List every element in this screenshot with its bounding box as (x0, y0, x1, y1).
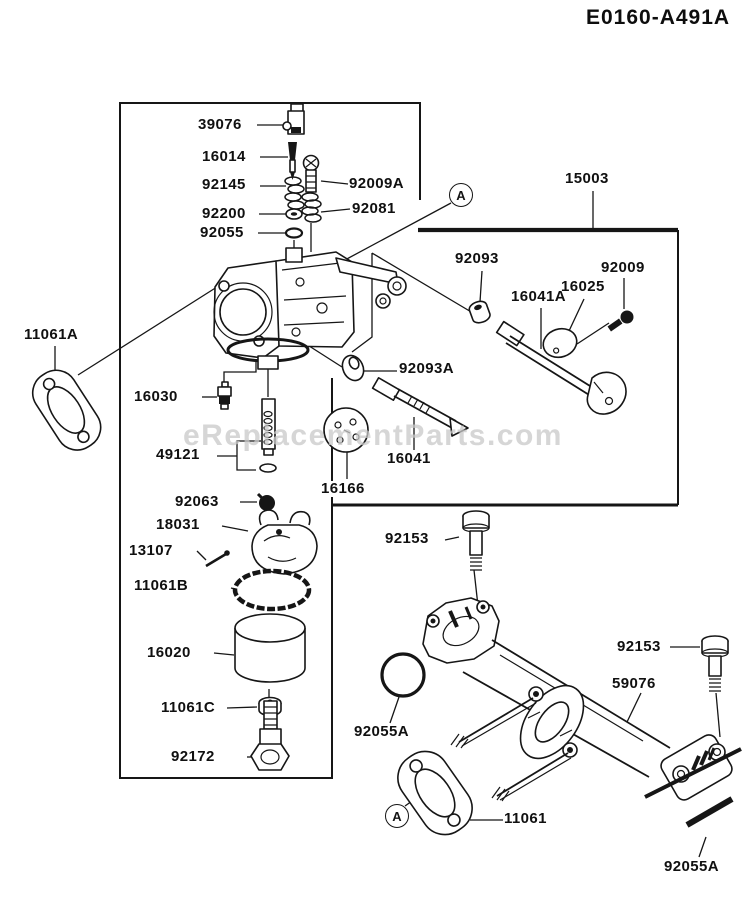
part-label-92093A: 92093A (399, 360, 454, 377)
part-59076-manifold (422, 597, 742, 802)
part-label-13107: 13107 (129, 542, 173, 559)
part-16041A-choke-shaft (495, 320, 627, 415)
part-label-92055A-1: 92055A (354, 723, 409, 740)
part-92055-washer (284, 227, 304, 239)
part-16025-choke-plate (542, 327, 578, 359)
leader-lines (54, 124, 721, 858)
part-label-92153-1: 92153 (385, 530, 429, 547)
part-label-11061: 11061 (504, 810, 547, 827)
group-fence-15003 (333, 227, 679, 507)
part-label-11061B: 11061B (134, 577, 189, 594)
part-11061-gasket (397, 750, 473, 836)
part-92081-spring (301, 192, 322, 223)
part-label-15003: 15003 (565, 170, 609, 187)
diagram-title: E0160-A491A (586, 6, 731, 29)
view-marker-A-top: A (449, 183, 473, 207)
part-label-16041A: 16041A (511, 288, 566, 305)
part-11061B-oring (232, 568, 312, 612)
part-label-92009A: 92009A (349, 175, 404, 192)
part-label-16020: 16020 (147, 644, 191, 661)
part-label-16030: 16030 (134, 388, 178, 405)
part-label-92153-2: 92153 (617, 638, 661, 655)
part-13107-pin (205, 550, 230, 568)
part-16014-needle (288, 142, 297, 180)
part-16166-diaphragm (323, 407, 369, 453)
part-carburetor-body (213, 247, 407, 370)
part-label-18031: 18031 (156, 516, 200, 533)
part-label-92009: 92009 (601, 259, 645, 276)
view-marker-A-bottom: A (385, 804, 409, 828)
part-92172-bolt (250, 700, 290, 771)
watermark: eReplacementParts.com (183, 419, 563, 452)
part-label-16025: 16025 (561, 278, 605, 295)
part-92200-washer (285, 208, 303, 220)
part-label-59076: 59076 (612, 675, 656, 692)
part-label-92093: 92093 (455, 250, 499, 267)
part-label-92145: 92145 (202, 176, 246, 193)
part-92009A-screw (302, 154, 320, 193)
part-92153-bolt-2 (701, 635, 729, 692)
part-39076-valve (282, 103, 305, 135)
part-92145-spring (284, 176, 305, 210)
part-label-92055A-2: 92055A (664, 858, 719, 875)
part-label-16166: 16166 (319, 480, 367, 497)
group-fence-left (119, 102, 421, 779)
part-92093-nut (468, 300, 491, 324)
part-92153-bolt-1 (462, 510, 490, 571)
part-16030-valve (217, 381, 232, 410)
part-92009-screw (607, 310, 634, 332)
part-label-16014: 16014 (202, 148, 246, 165)
part-label-49121: 49121 (156, 446, 200, 463)
part-92055A-oring-left (380, 652, 426, 698)
part-16020-bowl (234, 613, 306, 683)
part-92055A-oring-right (685, 796, 734, 828)
part-label-11061A: 11061A (24, 326, 79, 343)
part-11061A-gasket (31, 369, 102, 451)
part-49121-nozzle (259, 398, 277, 473)
part-92063-plug (256, 492, 275, 511)
part-label-92200: 92200 (202, 205, 246, 222)
part-18031-float (251, 509, 318, 575)
part-92093A-grommet (341, 354, 365, 382)
part-label-92055: 92055 (200, 224, 244, 241)
part-16041-shaft (371, 377, 469, 437)
part-label-92081: 92081 (352, 200, 396, 217)
part-label-92172: 92172 (171, 748, 215, 765)
part-label-16041: 16041 (387, 450, 431, 467)
part-label-39076: 39076 (198, 116, 242, 133)
part-label-11061C: 11061C (161, 699, 216, 716)
part-label-92063: 92063 (175, 493, 219, 510)
